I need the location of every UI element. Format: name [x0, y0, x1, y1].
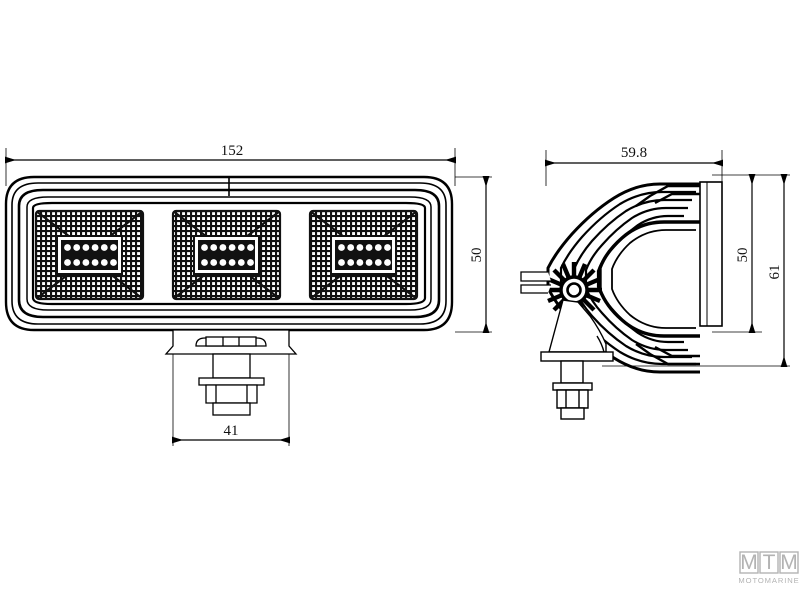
dimension-height-total: 61 [767, 174, 788, 367]
watermark-letter-2: T [763, 551, 776, 574]
front-mounting-bracket [164, 329, 298, 416]
side-lens-face [699, 181, 723, 327]
dimension-label-50-front: 50 [469, 248, 485, 263]
watermark-wordmark: MOTOMARINE [738, 576, 799, 585]
dimension-width-overall: 152 [5, 143, 456, 164]
dimension-depth-overall: 59.8 [545, 145, 723, 167]
watermark-motomarine: M T M MOTOMARINE [738, 551, 799, 585]
front-housing-bezel [4, 175, 454, 332]
side-mounting-foot [540, 299, 614, 362]
dimension-height-front: 50 [469, 176, 490, 333]
side-stud-assembly [552, 360, 593, 420]
led-panel-2 [171, 209, 282, 301]
side-wiring-tails [520, 271, 551, 294]
led-panel-3 [308, 209, 419, 301]
led-panel-1 [34, 209, 145, 301]
dimension-label-61: 61 [767, 265, 783, 280]
dimension-label-59-8: 59.8 [621, 145, 647, 161]
led-dots-panel-3 [338, 244, 391, 266]
watermark-letter-3: M [780, 551, 798, 574]
dimension-label-152: 152 [221, 143, 244, 159]
led-dots-panel-2 [201, 244, 254, 266]
side-flange-arms [635, 184, 700, 366]
knob-hub [566, 282, 582, 298]
dimension-label-41: 41 [224, 423, 239, 439]
led-dots-panel-1 [64, 244, 117, 266]
front-view: 152 50 [4, 143, 492, 446]
watermark-letter-1: M [740, 551, 758, 574]
dimension-bracket-width: 41 [172, 354, 290, 446]
dimension-label-50-side: 50 [735, 248, 751, 263]
side-view: 59.8 50 61 [520, 145, 790, 420]
dimension-height-side: 50 [735, 174, 756, 333]
